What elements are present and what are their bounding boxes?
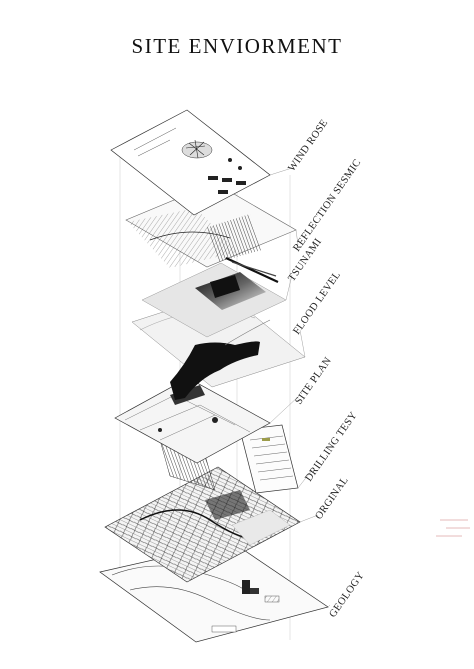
layer-labels: WIND ROSE REFLECTION SESMIC TSUNAMI FLOO… bbox=[286, 118, 366, 620]
layer-drilling-tesy bbox=[159, 424, 299, 494]
label-drilling-tesy: DRILLING TESY bbox=[303, 410, 359, 484]
label-geology: GEOLOGY bbox=[327, 570, 366, 620]
label-reflection-sesmic: REFLECTION SESMIC bbox=[291, 157, 363, 253]
layer-reflection-sesmic bbox=[125, 182, 297, 283]
label-flood-level: FLOOD LEVEL bbox=[291, 270, 343, 337]
label-wind-rose: WIND ROSE bbox=[286, 118, 330, 174]
label-orginal: ORGINAL bbox=[313, 475, 350, 522]
layer-wind-rose bbox=[110, 109, 271, 216]
leader-lines bbox=[269, 167, 331, 608]
layer-site-plan bbox=[114, 377, 271, 464]
label-site-plan: SITE PLAN bbox=[293, 355, 334, 406]
edge-marks bbox=[436, 519, 470, 537]
page-title: SITE ENVIORMENT bbox=[131, 34, 343, 58]
layer-tsunami bbox=[141, 262, 287, 338]
